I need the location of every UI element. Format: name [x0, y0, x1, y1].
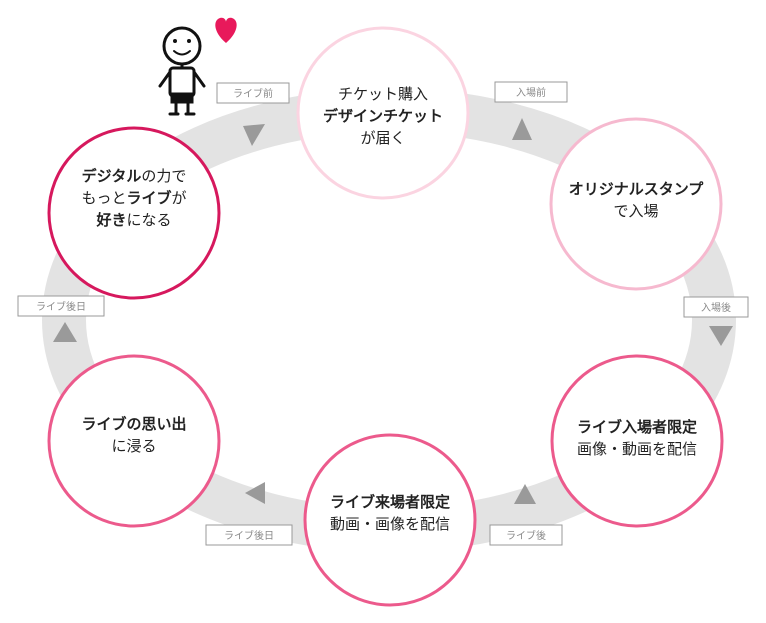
node-text-segment: デジタル	[82, 167, 142, 185]
node-text-line: 動画・画像を配信	[330, 515, 450, 533]
node-circle-memories	[47, 354, 221, 528]
node-circle-attendee	[550, 354, 724, 528]
node-text-line: チケット購入	[338, 85, 428, 103]
node-text-attendee: ライブ入場者限定画像・動画を配信	[577, 418, 697, 458]
node-text-line: ライブ来場者限定	[330, 493, 450, 511]
node-text-segment: チケット購入	[338, 85, 428, 103]
node-text-ticket: チケット購入デザインチケットが届く	[323, 85, 443, 147]
node-text-segment: 動画・画像を配信	[330, 515, 450, 533]
stage-label: 入場前	[494, 81, 568, 103]
node-text-segment: ライブ来場者限定	[330, 493, 450, 511]
node-text-line: ライブ入場者限定	[577, 418, 697, 436]
node-text-segment: になる	[127, 211, 172, 229]
svg-text:入場後: 入場後	[701, 301, 731, 314]
arrow-icon	[709, 326, 733, 346]
node-text-segment: もっと	[81, 189, 126, 207]
node-text-line: で入場	[613, 202, 658, 220]
svg-text:ライブ後: ライブ後	[506, 529, 546, 542]
arrow-icon	[245, 482, 265, 504]
node-text-segment: オリジナルスタンプ	[569, 180, 705, 198]
node-text-line: デザインチケット	[323, 107, 443, 125]
node-text-segment: に浸る	[111, 437, 156, 455]
stage-label: ライブ後日	[205, 524, 293, 546]
node-circle-digital	[47, 126, 221, 300]
node-text-segment: で入場	[613, 202, 658, 220]
stage-label: ライブ後日	[17, 295, 105, 317]
svg-text:入場前: 入場前	[516, 86, 546, 99]
arrow-icon	[53, 322, 77, 342]
stage-label: ライブ前	[216, 82, 290, 104]
node-text-digital: デジタルの力でもっとライブが好きになる	[81, 167, 186, 229]
node-text-segment: ライブ	[126, 189, 171, 207]
node-text-stamp: オリジナルスタンプで入場	[569, 180, 705, 220]
heart-icon	[215, 17, 237, 43]
node-text-segment: ライブ入場者限定	[577, 418, 697, 436]
node-circle-stamp	[549, 117, 723, 291]
node-text-segment: 画像・動画を配信	[577, 440, 697, 458]
node-text-line: に浸る	[111, 437, 156, 455]
node-text-segment: が届く	[360, 129, 405, 147]
node-text-segment: が	[172, 189, 187, 207]
svg-text:ライブ前: ライブ前	[233, 87, 273, 100]
person-icon	[158, 26, 206, 116]
node-text-line: 好きになる	[95, 211, 171, 229]
node-circle-visitor	[303, 433, 477, 607]
node-text-line: オリジナルスタンプ	[569, 180, 705, 198]
node-circle-ticket	[296, 26, 470, 200]
node-text-line: もっとライブが	[81, 189, 186, 207]
svg-text:ライブ後日: ライブ後日	[224, 529, 274, 542]
node-text-line: ライブの思い出	[81, 415, 186, 433]
node-text-segment: ライブの思い出	[81, 415, 186, 433]
node-text-segment: の力で	[141, 167, 186, 185]
node-text-line: 画像・動画を配信	[577, 440, 697, 458]
node-text-memories: ライブの思い出に浸る	[81, 415, 186, 455]
node-text-line: が届く	[360, 129, 405, 147]
node-text-segment: 好き	[95, 211, 126, 229]
arrow-icon	[512, 118, 532, 140]
stage-label: ライブ後	[489, 524, 563, 546]
stage-label: 入場後	[683, 296, 749, 318]
arrow-icon	[514, 484, 536, 504]
arrow-icon	[243, 124, 265, 146]
node-text-visitor: ライブ来場者限定動画・画像を配信	[330, 493, 450, 533]
svg-text:ライブ後日: ライブ後日	[36, 300, 86, 313]
node-text-line: デジタルの力で	[82, 167, 187, 185]
node-text-segment: デザインチケット	[323, 107, 443, 125]
